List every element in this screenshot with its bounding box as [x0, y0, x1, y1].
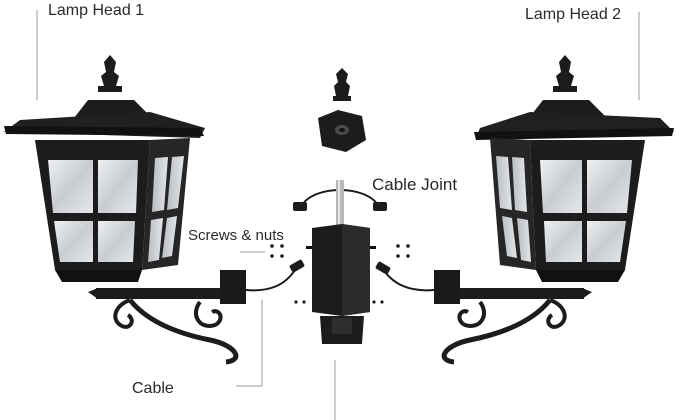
- leader-lines: [36, 10, 640, 420]
- label-screws-nuts: Screws & nuts: [188, 227, 284, 244]
- lamp-head-1: [4, 55, 305, 365]
- label-cable-joint: Cable Joint: [372, 175, 457, 194]
- label-lamp-head-2: Lamp Head 2: [525, 6, 621, 23]
- label-cable: Cable: [132, 380, 174, 397]
- label-lamp-head-1: Lamp Head 1: [48, 2, 144, 19]
- screws-and-nuts: [270, 244, 410, 304]
- lamp-head-2: [375, 55, 674, 365]
- center-cap-finial: [333, 68, 351, 101]
- center-cap-plate: [318, 110, 366, 152]
- center-connector-box: [306, 180, 376, 344]
